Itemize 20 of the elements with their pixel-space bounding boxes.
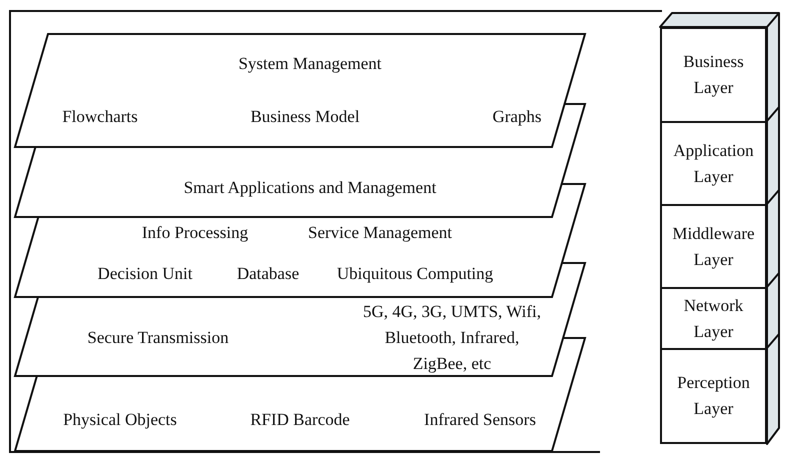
layer-component-label: Graphs [492, 106, 542, 128]
layer-component-label: System Management [238, 53, 382, 75]
layer-component-label: Secure Transmission [87, 327, 229, 349]
layer-component-label: Database [236, 263, 300, 285]
layer-component-label: Service Management [308, 222, 452, 244]
layer-block: Network Layer [660, 287, 767, 350]
layer-component-label: Business Model [250, 106, 360, 128]
layer-component-label: Decision Unit [98, 263, 192, 285]
layer-block: Business Layer [660, 27, 767, 123]
layer-component-label: Flowcharts [62, 106, 138, 128]
layer-block: Perception Layer [660, 348, 767, 444]
layer-component-label: RFID Barcode [250, 409, 350, 431]
layer-component-label: Smart Applications and Management [184, 177, 436, 199]
layer-block: Application Layer [660, 121, 767, 206]
layer-component-label: Ubiquitous Computing [336, 263, 494, 285]
layer-component-label: 5G, 4G, 3G, UMTS, Wifi, Bluetooth, Infrared, ZigBee, etc [362, 301, 542, 375]
layer-block: Middleware Layer [660, 204, 767, 289]
layer-component-label: Physical Objects [63, 409, 177, 431]
layer-component-label: Info Processing [142, 222, 248, 244]
layer-component-label: Infrared Sensors [424, 409, 536, 431]
